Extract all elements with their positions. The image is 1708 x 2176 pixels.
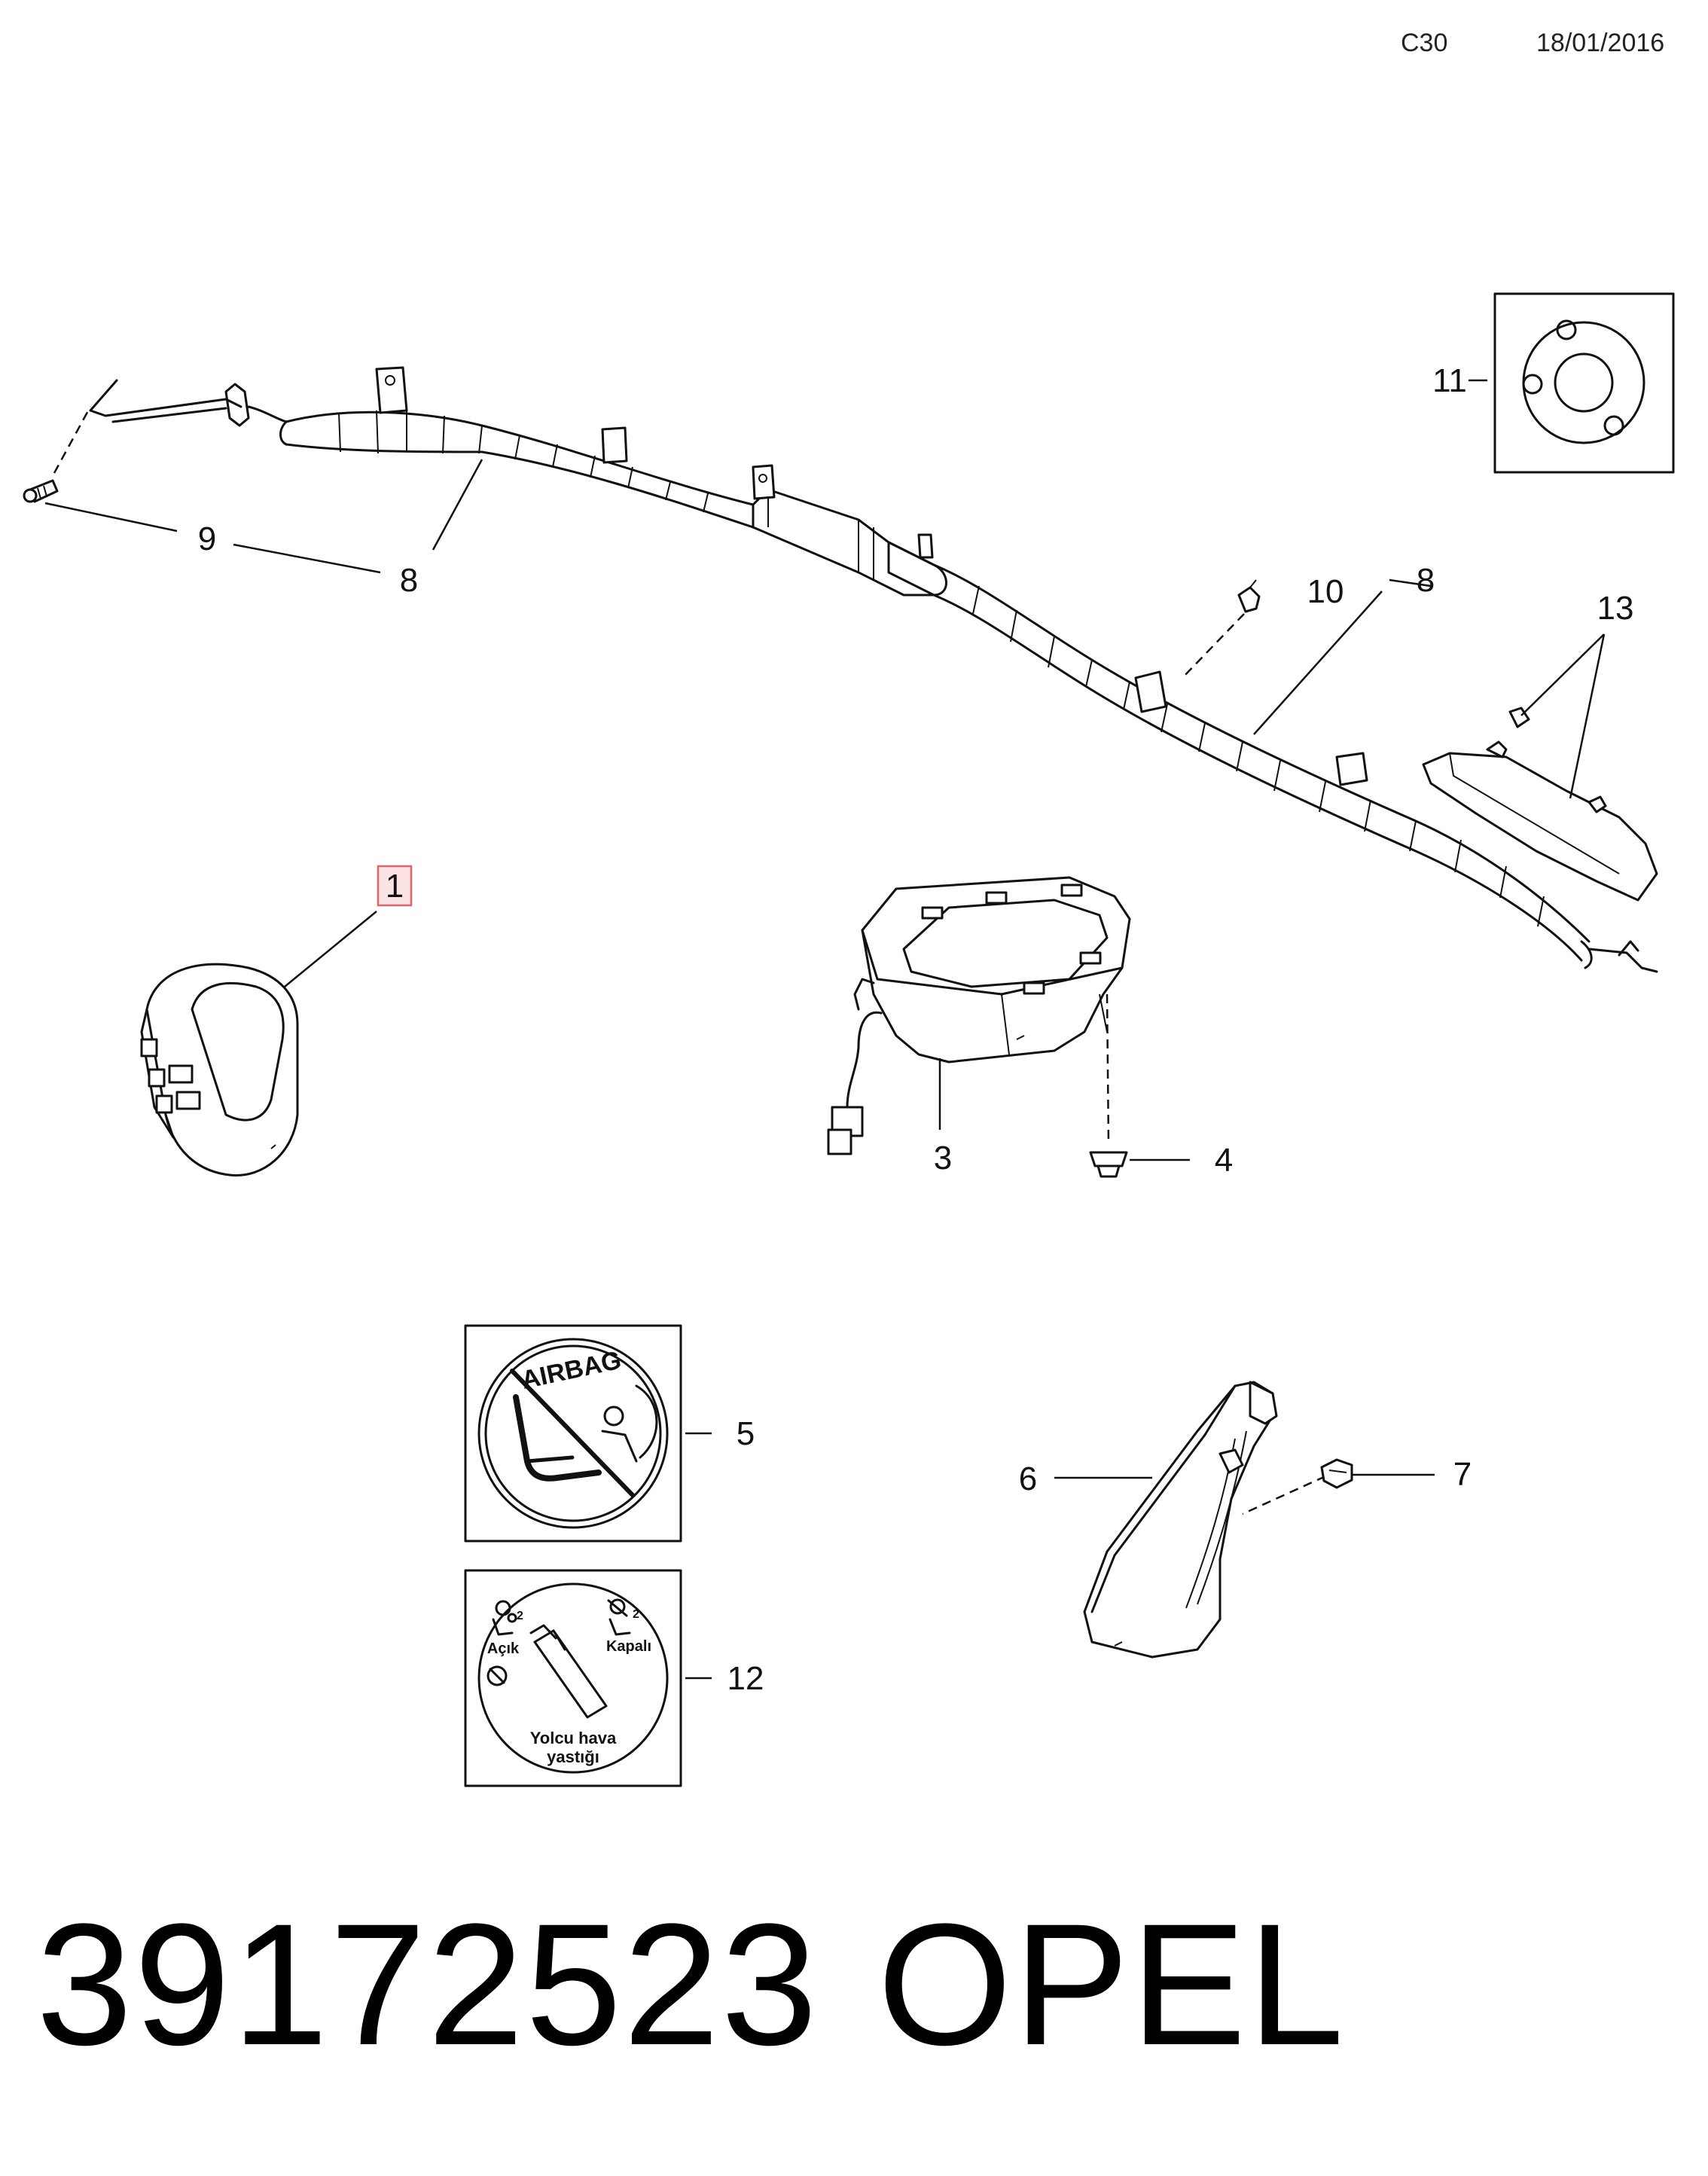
- switch-on-icon: [492, 1600, 517, 1636]
- callout-5: 5: [737, 1415, 755, 1452]
- callout-10: 10: [1307, 573, 1344, 610]
- mounting-brackets: [375, 366, 1368, 786]
- callout-numbers: 1 3 4 5 6 7 8 8 9 10 11 12 13: [198, 362, 1634, 1697]
- part-number: 39172523: [36, 1888, 819, 2081]
- no-airbag-icon: [486, 1665, 508, 1686]
- passenger-airbag-part-3: [827, 876, 1131, 1155]
- callout-8-front: 8: [400, 562, 418, 599]
- callout-12: 12: [727, 1660, 764, 1697]
- switch-off-icon: [607, 1598, 631, 1636]
- callout-1: 1: [386, 868, 404, 905]
- label-caption-line-1: Yolcu hava: [530, 1729, 617, 1747]
- callout-4: 4: [1215, 1142, 1233, 1179]
- trim-cover-part-13: [1422, 707, 1658, 902]
- switch-on-seat-number: 2: [517, 1610, 523, 1622]
- callout-11: 11: [1432, 362, 1467, 399]
- label-caption-line-2: yastığı: [547, 1747, 599, 1766]
- callout-8-rear: 8: [1417, 562, 1435, 599]
- clip-part-10: [1182, 579, 1261, 679]
- tube-segment-bands: [338, 410, 1545, 927]
- callout-3: 3: [934, 1140, 952, 1177]
- diagram-date: 18/01/2016: [1536, 29, 1665, 57]
- airbag-warning-label-part-5: AIRBAG: [464, 1324, 682, 1543]
- switch-off-seat-number: 2: [633, 1608, 639, 1621]
- steering-wheel-airbag-part-1: [140, 963, 299, 1177]
- nut-part-7: [1242, 1458, 1353, 1515]
- callout-6: 6: [1019, 1460, 1037, 1497]
- switch-off-text: Kapalı: [606, 1638, 651, 1655]
- switch-on-text: Açık: [487, 1640, 520, 1657]
- nut-part-4: [1089, 993, 1128, 1178]
- passenger-airbag-switch-label-part-12: 2 2 Açık Kapalı Yolcu hava yastığı: [464, 1569, 682, 1787]
- steering-wheel-buttons: [140, 1038, 201, 1114]
- callout-7: 7: [1453, 1456, 1472, 1493]
- highlighted-callout-box: [377, 865, 413, 907]
- brand-name: OPEL: [877, 1888, 1346, 2081]
- leader-lines: [44, 379, 1606, 1680]
- bolt-part-9: [23, 406, 92, 503]
- curtain-airbag-part-8: [89, 366, 1658, 973]
- callout-9: 9: [198, 520, 216, 557]
- callout-13: 13: [1597, 590, 1634, 627]
- diagram-code: C30: [1401, 29, 1448, 57]
- airbag-tabs: [921, 884, 1102, 995]
- inset-box-part-11: [1493, 292, 1675, 474]
- side-airbag-part-6: [1083, 1381, 1278, 1659]
